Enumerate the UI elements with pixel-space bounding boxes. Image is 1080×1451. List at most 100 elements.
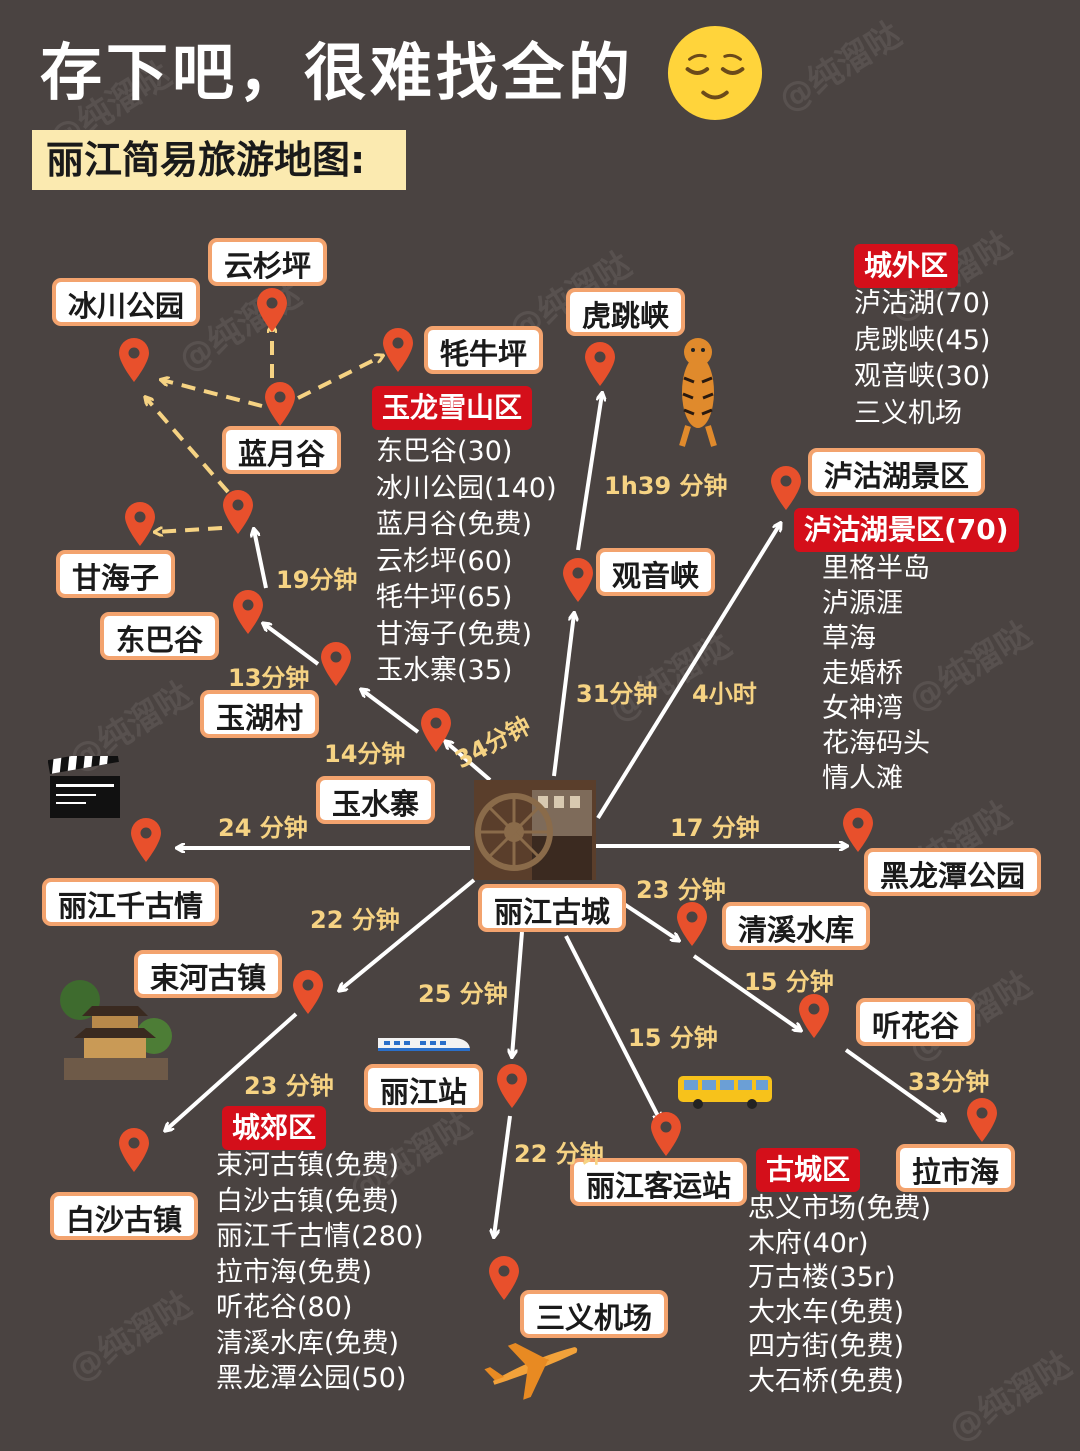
list-item: 甘海子(免费) [376,618,533,650]
list-item: 清溪水库(免费) [216,1327,400,1359]
map-pin-icon [489,1256,519,1300]
route-to-keyun [564,935,660,1120]
place-ganhaizi[interactable]: 甘海子 [56,550,176,598]
route-to-shuhe [340,878,476,990]
map-pin-icon [383,328,413,372]
zone-badge-chengwai: 城外区 [854,244,959,288]
place-dongbagu[interactable]: 东巴谷 [100,612,220,660]
zone-list-lugu: 里格半岛 泸源涯 草海 走婚桥 女神湾 花海码头 情人滩 [822,551,930,796]
list-item: 东巴谷(30) [376,436,513,467]
place-sanyi[interactable]: 三义机场 [520,1290,669,1338]
bus-icon [678,1076,772,1109]
route-to-station [512,931,524,1056]
route-to-lugu [596,524,780,820]
place-yuhucun[interactable]: 玉湖村 [200,690,320,738]
route-to-tiger [576,394,602,551]
map-pin-icon [265,382,295,426]
list-item: 泸源涯 [822,588,903,619]
place-qingxi[interactable]: 清溪水库 [722,902,871,950]
list-item: 四方街(免费) [748,1331,905,1362]
list-item: 忠义市场(免费) [748,1193,932,1224]
time-label: 17 分钟 [670,814,760,842]
place-yunshanping[interactable]: 云杉坪 [208,238,328,286]
zone-list-yulong: 东巴谷(30) 冰川公园(140) 蓝月谷(免费) 云杉坪(60) 牦牛坪(65… [376,434,557,690]
zone-list-gucheng: 忠义市场(免费) 木府(40r) 万古楼(35r) 大水车(免费) 四方街(免费… [748,1192,931,1399]
relieved-face-emoji [667,25,763,121]
place-tinghua[interactable]: 听花谷 [856,998,976,1046]
place-station[interactable]: 丽江站 [364,1064,484,1112]
place-qiangu[interactable]: 丽江千古情 [42,878,220,926]
route-to-qingxi [622,902,678,940]
route-to-guanyin-lower [552,614,574,777]
time-label: 1h39 分钟 [604,472,728,500]
time-label: 31分钟 [576,680,658,708]
time-label: 4小时 [692,680,757,708]
route-to-lanyuegu-fork [254,530,268,589]
time-label: 22 分钟 [514,1140,604,1168]
place-luguhu[interactable]: 泸沽湖景区 [808,448,986,496]
time-label: 15 分钟 [628,1024,718,1052]
place-guanyin[interactable]: 观音峡 [596,548,716,596]
map-pin-icon [257,288,287,332]
map-pin-icon [233,590,263,634]
map-pin-icon [421,708,451,752]
list-item: 蓝月谷(免费) [376,509,533,540]
map-pin-icon [585,342,615,386]
map-pin-icon [119,338,149,382]
map-pin-icon [131,818,161,862]
list-item: 玉水寨(35) [376,655,513,686]
place-baisha[interactable]: 白沙古镇 [50,1192,199,1240]
place-tiger[interactable]: 虎跳峡 [566,288,686,336]
route-to-lashihai [844,1048,944,1120]
map-pin-icon [497,1064,527,1108]
time-label: 23 分钟 [244,1072,334,1100]
map-subtitle: 丽江简易旅游地图: [32,130,406,190]
pagoda-illustration [60,980,172,1080]
page-title: 存下吧，很难找全的 [40,36,635,109]
list-item: 观音峡(30) [854,361,991,392]
list-item: 黑龙潭公园(50) [216,1363,407,1394]
list-item: 大石桥(免费) [748,1365,905,1397]
place-keyun[interactable]: 丽江客运站 [570,1158,748,1206]
route-to-yuhucun [362,690,420,734]
time-label: 24 分钟 [218,814,308,842]
list-item: 泸沽湖(70) [854,288,991,319]
list-item: 木府(40r) [748,1227,869,1259]
map-pin-icon [771,466,801,510]
list-item: 走婚桥 [822,658,903,689]
place-maoniuping[interactable]: 牦牛坪 [424,326,544,374]
time-label: 13分钟 [228,664,310,692]
list-item: 束河古镇(免费) [216,1150,400,1181]
list-item: 大水车(免费) [748,1296,905,1328]
map-pin-icon [799,994,829,1038]
list-item: 听花谷(80) [216,1292,353,1323]
tiger-illustration [679,338,717,447]
place-heilongtan[interactable]: 黑龙潭公园 [864,848,1042,896]
list-item: 拉市海(免费) [216,1256,373,1288]
list-item: 花海码头 [822,728,930,759]
place-lashihai[interactable]: 拉市海 [896,1144,1016,1192]
map-pin-icon [223,490,253,534]
route-fork-to-ganhaizi [156,526,223,532]
list-item: 三义机场 [854,397,962,429]
time-label: 33分钟 [908,1068,990,1096]
map-pin-icon [843,808,873,852]
time-label: 19分钟 [276,566,358,594]
place-lanyuegu[interactable]: 蓝月谷 [222,426,342,474]
place-shuhe[interactable]: 束河古镇 [134,950,283,998]
train-icon [378,1038,470,1051]
time-label: 23 分钟 [636,876,726,904]
map-pin-icon [677,902,707,946]
route-to-baisha [166,1012,298,1130]
list-item: 白沙古镇(免费) [216,1185,400,1217]
place-gucheng[interactable]: 丽江古城 [478,884,627,932]
list-item: 女神湾 [822,693,903,724]
clapperboard-icon [48,756,120,818]
time-label: 15 分钟 [744,968,834,996]
place-bingchuan[interactable]: 冰川公园 [52,278,201,326]
map-pin-icon [563,558,593,602]
place-yushuizhai[interactable]: 玉水寨 [316,776,436,824]
list-item: 情人滩 [822,763,903,794]
list-item: 牦牛坪(65) [376,582,513,613]
